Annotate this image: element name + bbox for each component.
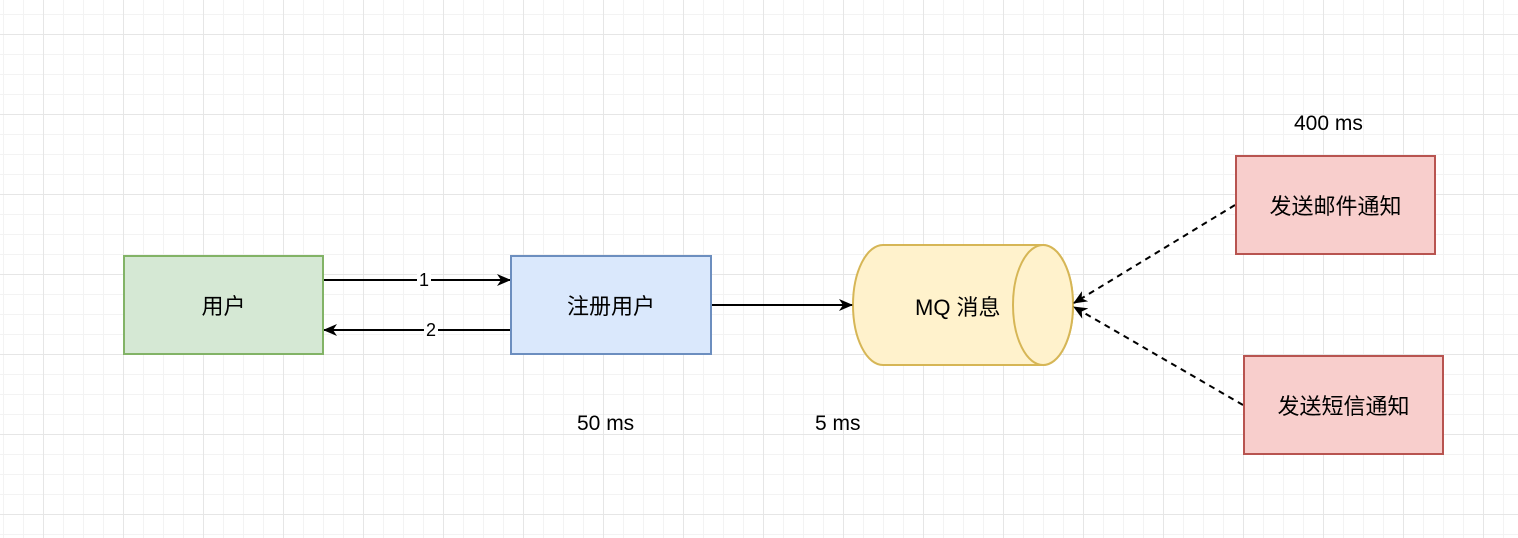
timing-email: 400 ms [1294, 112, 1363, 135]
edge-label-2: 2 [424, 320, 439, 340]
send-email-node[interactable]: 发送邮件通知 [1235, 155, 1436, 255]
send-sms-node[interactable]: 发送短信通知 [1243, 355, 1444, 455]
edge-email-to-mq[interactable] [1073, 204, 1236, 304]
mq-node-label: MQ 消息 [915, 295, 1001, 320]
user-node-label: 用户 [201, 294, 246, 319]
timing-register: 50 ms [577, 412, 635, 435]
user-node[interactable]: 用户 [123, 255, 324, 355]
register-user-node[interactable]: 注册用户 [510, 255, 712, 355]
send-email-node-label: 发送邮件通知 [1269, 194, 1402, 219]
send-sms-node-label: 发送短信通知 [1277, 394, 1410, 419]
mq-cylinder[interactable] [852, 244, 1074, 366]
timing-mq: 5 ms [815, 412, 861, 435]
edge-sms-to-mq[interactable] [1073, 306, 1244, 406]
edge-label-1: 1 [417, 270, 432, 290]
register-user-node-label: 注册用户 [566, 294, 655, 319]
